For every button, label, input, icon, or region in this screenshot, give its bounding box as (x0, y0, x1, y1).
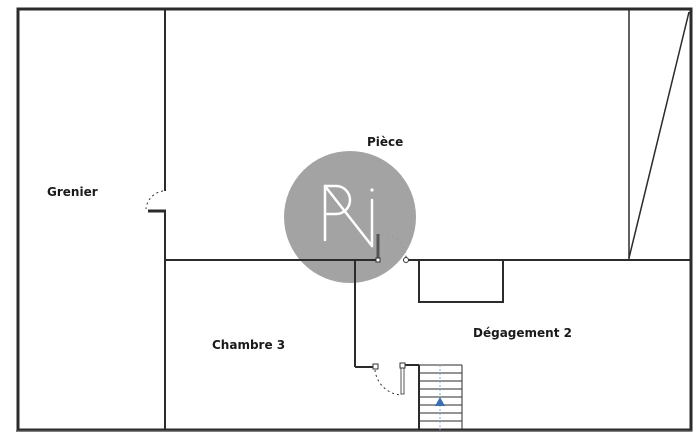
room-label-piece: Pièce (367, 135, 404, 149)
exterior-walls (16, 7, 693, 432)
staircase (418, 364, 463, 430)
room-label-chambre-3: Chambre 3 (212, 338, 286, 352)
logo-watermark (284, 151, 416, 283)
room-label-degagement-2: Dégagement 2 (473, 326, 572, 340)
stair-up-arrow-icon (435, 397, 445, 406)
room-label-grenier: Grenier (47, 185, 98, 199)
